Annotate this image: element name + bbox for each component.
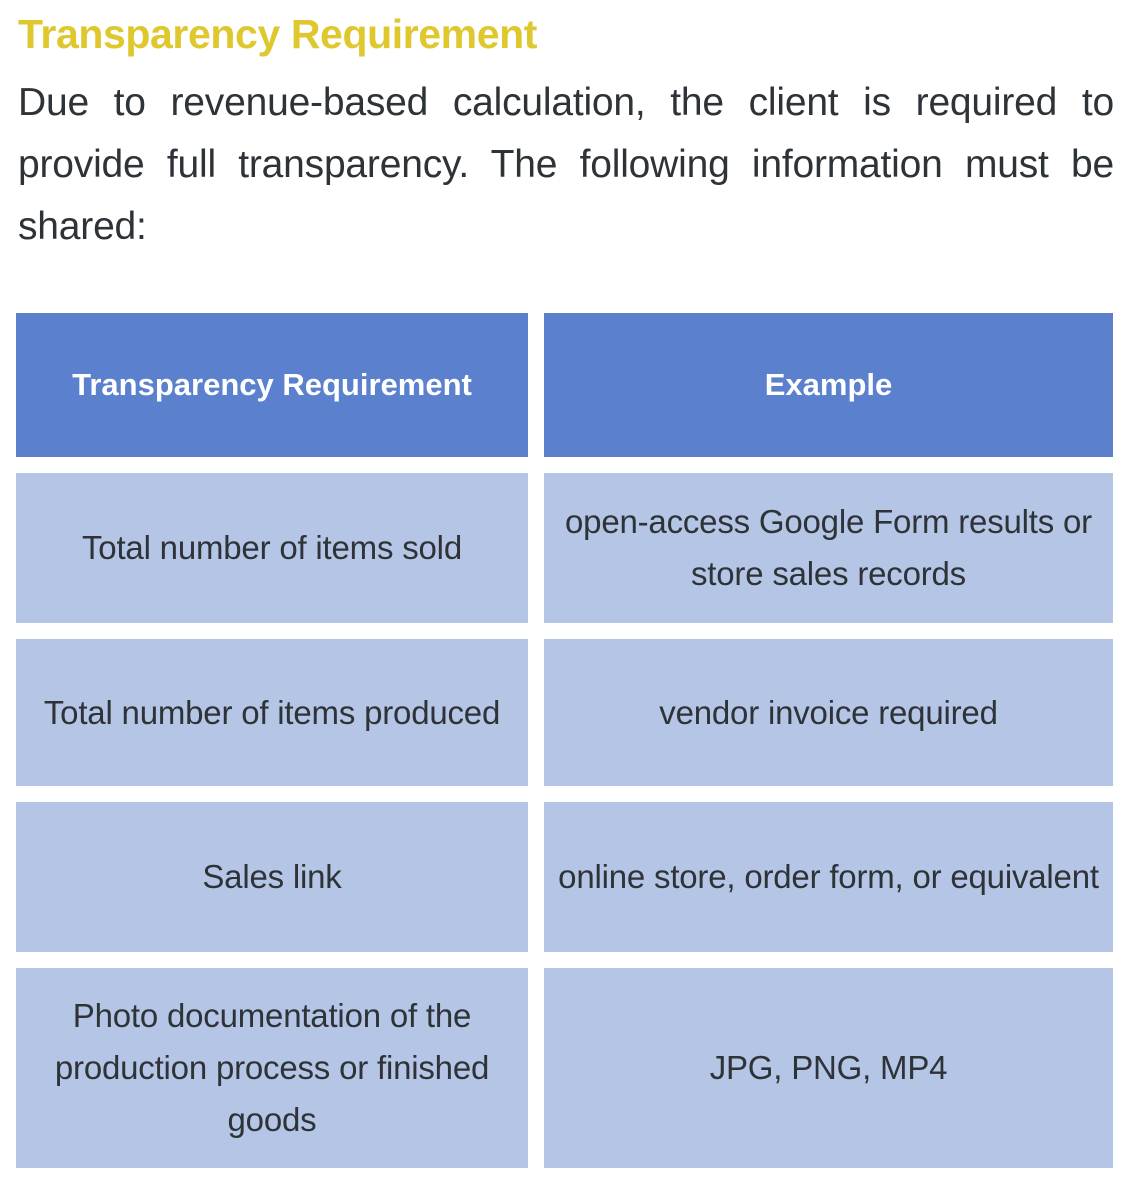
- cell-example: JPG, PNG, MP4: [544, 968, 1113, 1168]
- cell-text: open-access Google Form results or store…: [565, 503, 1092, 592]
- column-header-label: Transparency Requirement: [72, 367, 472, 402]
- cell-text: Total number of items sold: [82, 529, 462, 566]
- table-header-row: Transparency Requirement Example: [16, 313, 1113, 457]
- column-header-label: Example: [764, 367, 893, 402]
- column-header-example: Example: [544, 313, 1113, 457]
- cell-requirement: Total number of items produced: [16, 639, 528, 786]
- cell-text: JPG, PNG, MP4: [709, 1049, 948, 1086]
- cell-example: open-access Google Form results or store…: [544, 473, 1113, 623]
- table-row: Total number of items produced vendor in…: [16, 639, 1113, 786]
- intro-paragraph: Due to revenue-based calculation, the cl…: [18, 81, 1114, 248]
- cell-requirement: Sales link: [16, 802, 528, 952]
- transparency-requirement-table: Transparency Requirement Example Total n…: [16, 313, 1113, 1168]
- table-row: Photo documentation of the production pr…: [16, 968, 1113, 1168]
- cell-text: vendor invoice required: [659, 693, 998, 731]
- cell-requirement: Total number of items sold: [16, 473, 528, 623]
- table-row: Total number of items sold open-access G…: [16, 473, 1113, 623]
- page-title: Transparency Requirement: [18, 11, 538, 57]
- cell-requirement: Photo documentation of the production pr…: [16, 968, 528, 1168]
- cell-text: Photo documentation of the production pr…: [54, 997, 490, 1138]
- cell-example: vendor invoice required: [544, 639, 1113, 786]
- table-row: Sales link online store, order form, or …: [16, 802, 1113, 952]
- column-header-transparency-requirement: Transparency Requirement: [16, 313, 528, 457]
- cell-text: Sales link: [202, 858, 342, 895]
- cell-example: online store, order form, or equivalent: [544, 802, 1113, 952]
- cell-text: Total number of items produced: [43, 693, 501, 731]
- cell-text: online store, order form, or equivalent: [558, 858, 1099, 895]
